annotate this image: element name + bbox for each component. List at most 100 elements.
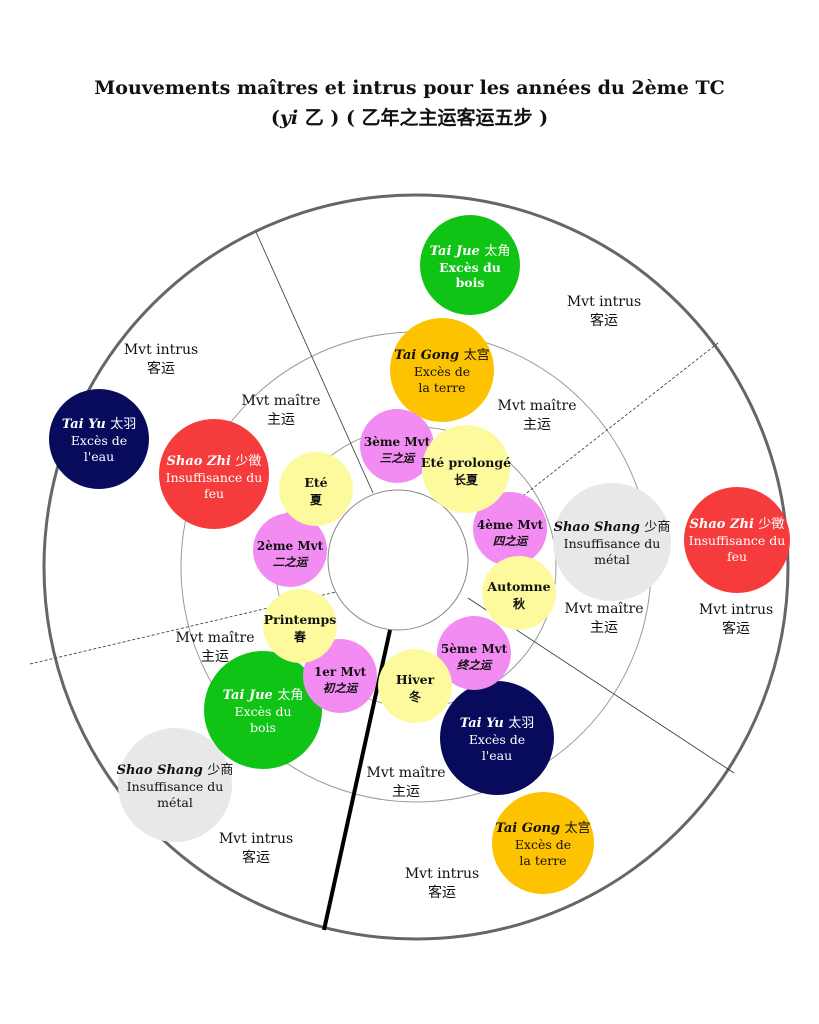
intruder-circle-shape	[49, 389, 149, 489]
season-label-cn: 长夏	[454, 472, 479, 487]
circle-line2: Insuffisance du	[564, 536, 661, 551]
season-label-cn: 春	[293, 629, 307, 644]
movement-circle-2: 2ème Mvt 二之运	[253, 513, 327, 587]
divider-line-top	[255, 231, 374, 494]
circle-name-cn: 太角	[277, 688, 303, 703]
label-intrus-left-cn: 客运	[147, 360, 175, 377]
label-maitre-right-cn: 主运	[590, 620, 618, 636]
circle-name-latin: Tai Gong	[495, 821, 560, 836]
master-circle-shape	[390, 318, 494, 422]
movement-label-cn: 终之运	[457, 658, 493, 672]
svg-text:Tai Yu 太羽: Tai Yu 太羽	[62, 417, 136, 432]
circle-line2: Insuffisance du	[689, 533, 786, 548]
season-circle-shape	[263, 589, 337, 663]
season-circle-hiver: Hiver 冬	[378, 649, 452, 723]
season-circle-shape	[378, 649, 452, 723]
label-maitre-left-fr: Mvt maître	[175, 630, 254, 646]
circle-line3: métal	[594, 552, 630, 567]
circle-name-cn: 少徵	[235, 454, 261, 469]
circle-line2: Excès de	[515, 837, 571, 852]
movement-label: 5ème Mvt	[441, 642, 508, 656]
movement-label-cn: 四之运	[493, 534, 529, 548]
movement-circle-shape	[303, 639, 377, 713]
circle-name-latin: Shao Zhi	[167, 454, 231, 469]
circle-line2: Excès du	[234, 704, 291, 719]
svg-text:Tai Jue 太角: Tai Jue 太角	[223, 688, 304, 703]
label-intrus-right-cn: 客运	[722, 620, 750, 637]
title-year-stem: yi	[279, 107, 299, 129]
center-hole	[327, 489, 469, 631]
svg-text:Tai Gong 太宫: Tai Gong 太宫	[394, 348, 489, 363]
svg-text:Shao Zhi 少徵: Shao Zhi 少徵	[690, 517, 785, 532]
intruder-circle-tai-jue: Tai Jue 太角 Excès du bois	[420, 215, 520, 315]
intruder-circle-shape	[684, 487, 790, 593]
master-circle-tai-yu: Tai Yu 太羽 Excès de l'eau	[440, 681, 554, 795]
circle-name-latin: Shao Shang	[554, 520, 640, 535]
circle-line2: Insuffisance du	[127, 779, 224, 794]
label-maitre-right-fr: Mvt maître	[564, 601, 643, 617]
season-label: Printemps	[264, 612, 337, 627]
circle-line3: métal	[157, 795, 193, 810]
diagram-title-line2: (yi 乙 ) ( 乙年之主运客运五步 )	[0, 103, 819, 130]
movement-circle-shape	[437, 616, 511, 690]
movement-label: 3ème Mvt	[364, 435, 431, 449]
movement-label-cn: 三之运	[380, 451, 416, 465]
movement-circle-shape	[360, 409, 434, 483]
label-intrus-right-fr: Mvt intrus	[699, 602, 773, 618]
master-circle-shape	[440, 681, 554, 795]
outer-ring	[42, 193, 790, 941]
circle-name-latin: Tai Jue	[223, 688, 273, 703]
label-intrus-bottom-left-cn: 客运	[242, 849, 270, 866]
season-circle-printemps: Printemps 春	[263, 589, 337, 663]
circle-line3: la terre	[519, 853, 566, 868]
master-circle-shape	[204, 651, 322, 769]
label-maitre-bottom-cn: 主运	[392, 784, 420, 800]
label-intrus-bottom-cn: 客运	[428, 884, 456, 901]
master-circle-tai-jue: Tai Jue 太角 Excès du bois	[204, 651, 322, 769]
label-maitre-left-cn: 主运	[201, 649, 229, 665]
circle-name-cn: 太羽	[508, 716, 534, 731]
season-label-cn: 秋	[513, 596, 526, 611]
intruder-circle-tai-gong: Tai Gong 太宫 Excès de la terre	[492, 792, 594, 894]
circle-name-cn: 太宫	[565, 821, 591, 836]
master-circle-shape	[159, 419, 269, 529]
season-circle-shape	[279, 452, 353, 526]
label-maitre-topright-cn: 主运	[523, 417, 551, 433]
movement-circle-shape	[473, 492, 547, 566]
circle-name-cn: 太宫	[464, 348, 490, 363]
circle-line3: feu	[204, 486, 224, 501]
circle-name-latin: Shao Shang	[117, 763, 203, 778]
label-intrus-left-fr: Mvt intrus	[124, 342, 198, 358]
svg-text:Shao Shang 少商: Shao Shang 少商	[117, 763, 234, 778]
season-circle-automne: Automne 秋	[482, 556, 556, 630]
circle-name-cn: 少商	[207, 763, 233, 778]
circle-name-cn: 少商	[644, 520, 670, 535]
season-label-cn: 夏	[310, 493, 323, 507]
circle-name-latin: Tai Yu	[460, 716, 504, 731]
season-label: Eté prolongé	[421, 455, 511, 470]
divider-line-right	[504, 342, 719, 511]
intruder-circle-shape	[420, 215, 520, 315]
circle-line2: Excès de	[469, 732, 525, 747]
circle-name-cn: 太角	[484, 244, 510, 259]
label-maitre-topleft-cn: 主运	[267, 412, 295, 428]
movement-label: 4ème Mvt	[477, 518, 544, 532]
label-maitre-bottom-fr: Mvt maître	[366, 765, 445, 781]
circle-line2: Insuffisance du	[166, 470, 263, 485]
season-label: Eté	[304, 475, 327, 490]
circle-line3: la terre	[418, 380, 465, 395]
season-circle-shape	[482, 556, 556, 630]
season-label-cn: 冬	[409, 689, 421, 704]
svg-text:Tai Yu 太羽: Tai Yu 太羽	[460, 716, 534, 731]
circle-name-cn: 太羽	[110, 417, 136, 432]
circle-name-latin: Tai Gong	[394, 348, 459, 363]
movement-circle-5: 5ème Mvt 终之运	[437, 616, 511, 690]
movement-label: 2ème Mvt	[257, 539, 324, 553]
circle-name-latin: Shao Zhi	[690, 517, 754, 532]
master-circle-shao-shang: Shao Shang 少商 Insuffisance du métal	[553, 483, 671, 601]
svg-text:Shao Shang 少商: Shao Shang 少商	[554, 520, 671, 535]
svg-text:Tai Jue 太角: Tai Jue 太角	[430, 244, 511, 259]
diagram-title-line1: Mouvements maîtres et intrus pour les an…	[94, 77, 725, 99]
